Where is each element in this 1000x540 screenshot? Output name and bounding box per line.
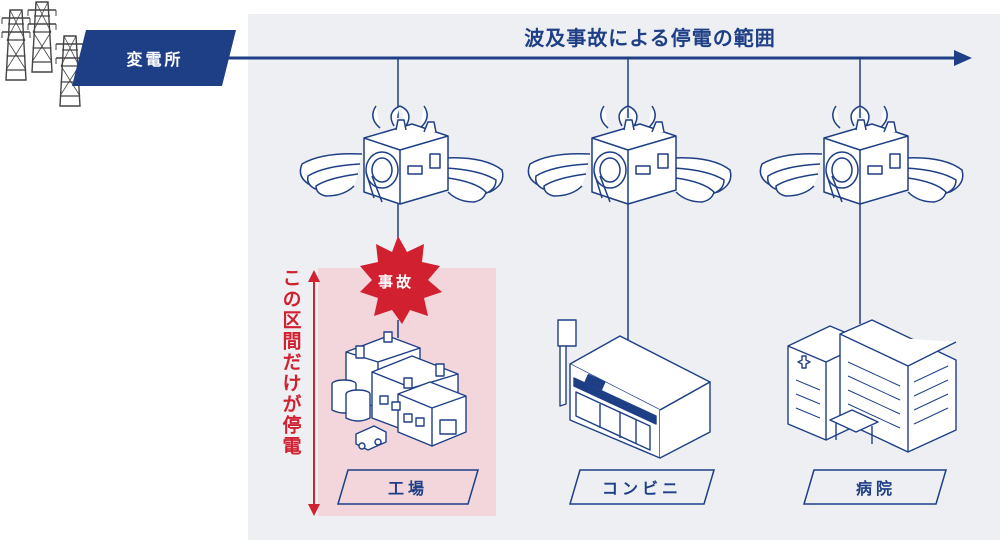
substation-badge	[72, 30, 236, 86]
switchgear-icon	[299, 105, 504, 205]
switchgear-icon	[759, 105, 964, 205]
outage-section-label: この区間だけが停電	[279, 268, 302, 457]
hospital-icon	[787, 319, 957, 453]
transmission-tower-icon	[27, 1, 57, 73]
substation-label: 変電所	[126, 50, 184, 69]
building-label-hospital: 病院	[855, 479, 896, 498]
building-label-factory: 工場	[387, 479, 428, 498]
switchgear-icon	[527, 105, 732, 205]
factory-icon	[331, 331, 467, 451]
store-icon	[557, 319, 711, 459]
label-frame	[336, 469, 480, 505]
building-label-store: コンビニ	[601, 479, 682, 498]
label-frame	[802, 469, 948, 505]
arrow-head-icon	[954, 50, 972, 66]
label-frame	[568, 469, 716, 505]
accident-burst-icon	[360, 236, 442, 324]
transmission-tower-icon	[1, 9, 31, 81]
outage-range-title: 波及事故による停電の範囲	[524, 26, 776, 50]
accident-label: 事故	[377, 273, 414, 291]
